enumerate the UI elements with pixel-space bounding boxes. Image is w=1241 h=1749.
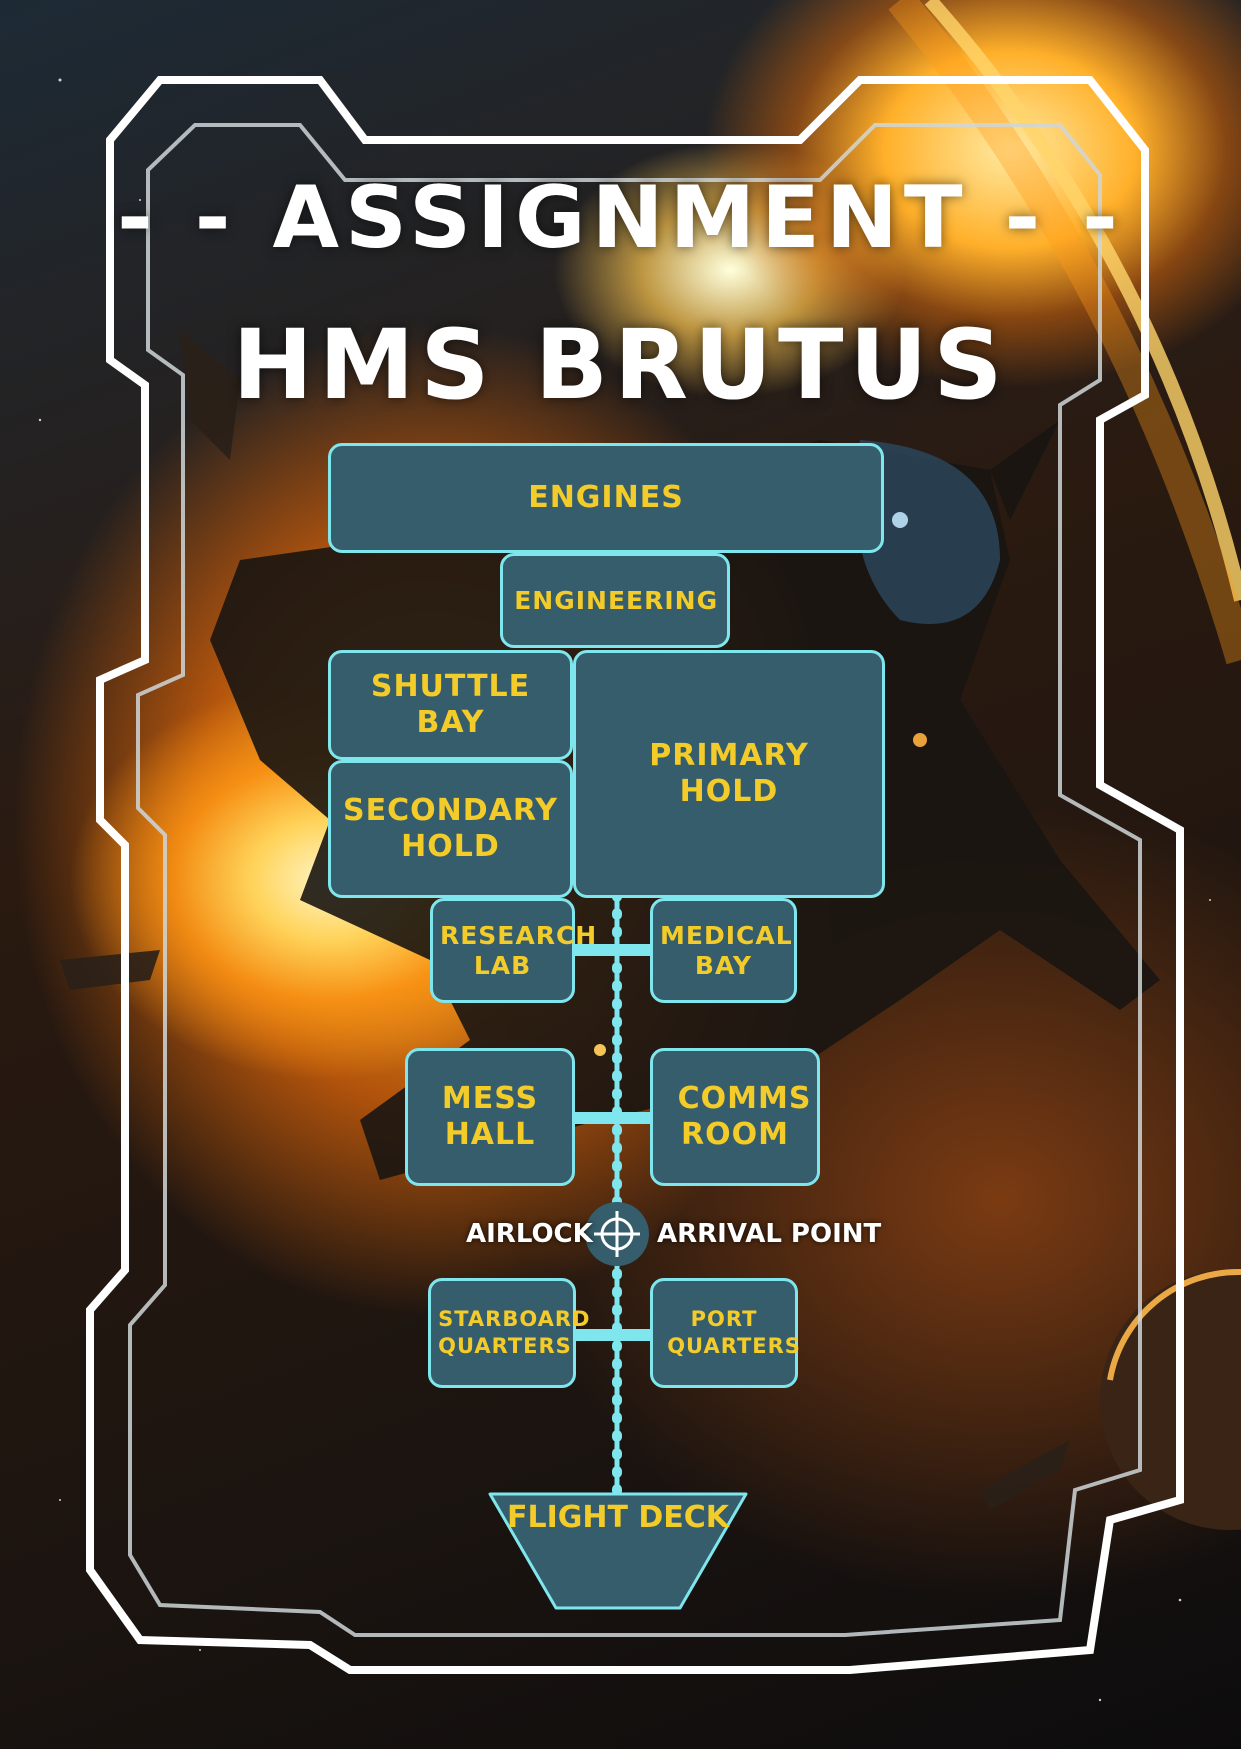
moon <box>1100 1270 1241 1530</box>
room-shuttle-bay[interactable]: SHUTTLE BAY <box>328 650 573 760</box>
room-research-lab[interactable]: RESEARCH LAB <box>430 898 596 1003</box>
room-flight-deck-label: FLIGHT DECK <box>506 1500 730 1535</box>
room-shuttle-bay-label: SHUTTLE BAY <box>370 669 531 740</box>
room-engineering-label: ENGINEERING <box>514 585 719 615</box>
room-primary-hold[interactable]: PRIMARY HOLD <box>573 650 885 898</box>
stars <box>38 78 1211 1702</box>
room-port-quarters-label: PORT QUARTERS <box>667 1307 801 1358</box>
room-mess-hall-label: MESS HALL <box>441 1081 539 1152</box>
room-comms-room[interactable]: COMMS ROOM <box>650 1048 820 1186</box>
room-port-quarters[interactable]: PORT QUARTERS <box>650 1278 801 1388</box>
room-primary-hold-label: PRIMARY HOLD <box>649 738 809 809</box>
inner-frame <box>128 123 1142 1637</box>
room-engineering[interactable]: ENGINEERING <box>500 553 730 648</box>
room-mess-hall[interactable]: MESS HALL <box>405 1048 575 1186</box>
room-flight-deck[interactable] <box>488 1492 748 1610</box>
room-comms-room-label: COMMS ROOM <box>677 1081 812 1152</box>
room-medical-bay[interactable]: MEDICAL BAY <box>650 898 797 1003</box>
room-secondary-hold[interactable]: SECONDARY HOLD <box>328 760 573 898</box>
outer-frame <box>86 76 1184 1674</box>
room-medical-bay-label: MEDICAL BAY <box>660 920 793 980</box>
page-title-line2: HMS BRUTUS <box>232 309 1009 421</box>
room-secondary-hold-label: SECONDARY HOLD <box>342 793 559 864</box>
crosshair-icon <box>585 1202 649 1266</box>
room-starboard-quarters-label: STARBOARD QUARTERS <box>438 1307 591 1358</box>
airlock-label: AIRLOCK <box>466 1219 593 1249</box>
arrival-point-label: ARRIVAL POINT <box>657 1219 882 1249</box>
page-title-line1: - - ASSIGNMENT - - <box>117 168 1124 268</box>
room-starboard-quarters[interactable]: STARBOARD QUARTERS <box>428 1278 591 1388</box>
planet-rim <box>924 0 1241 602</box>
moon-rim <box>1107 1268 1241 1381</box>
room-engines[interactable]: ENGINES <box>328 443 884 553</box>
room-engines-label: ENGINES <box>528 480 684 515</box>
